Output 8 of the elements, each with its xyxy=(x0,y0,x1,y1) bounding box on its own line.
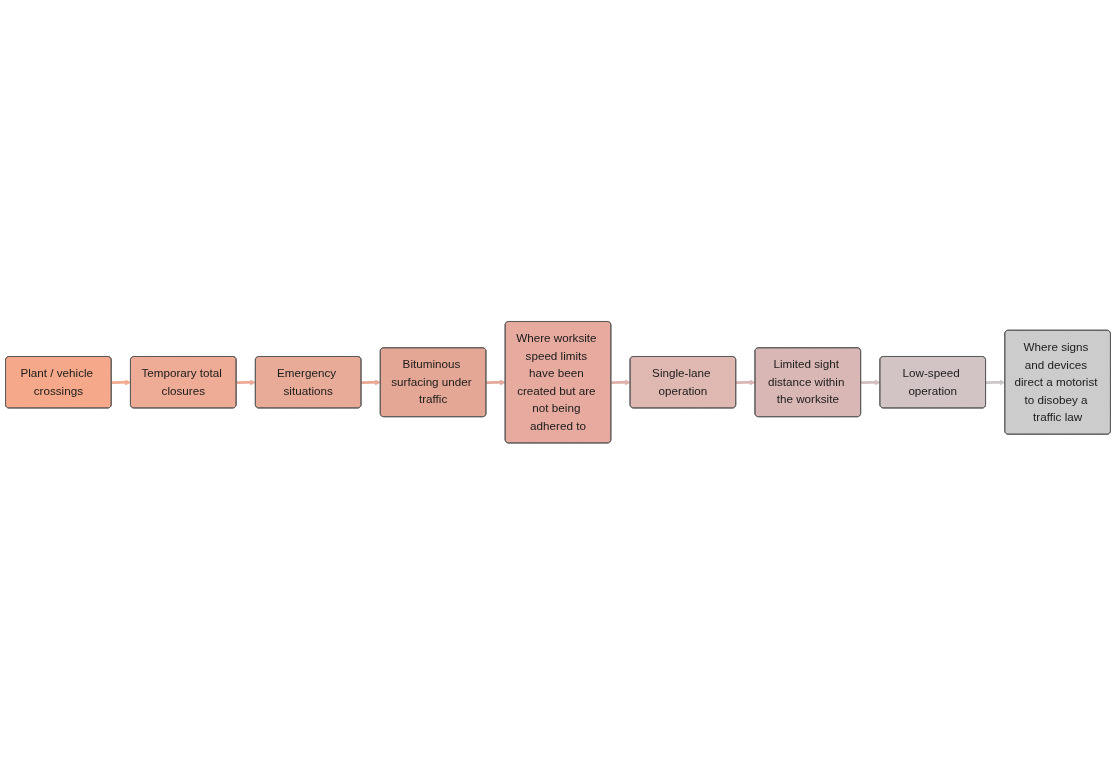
arrow xyxy=(361,379,381,386)
arrow xyxy=(236,379,256,386)
arrow xyxy=(111,379,132,386)
arrow xyxy=(736,379,756,386)
arrow xyxy=(985,379,1006,386)
arrow xyxy=(486,379,506,386)
arrow xyxy=(860,379,881,386)
arrow xyxy=(611,379,631,386)
